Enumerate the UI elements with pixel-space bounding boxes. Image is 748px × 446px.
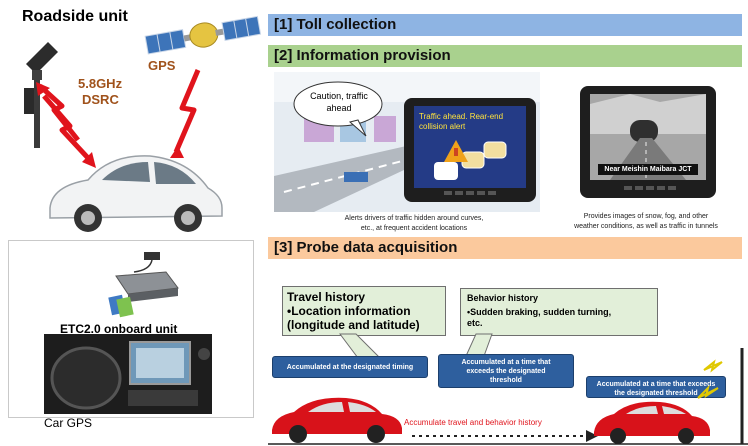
camera-caption: Provides images of snow, fog, and other … [548,212,744,232]
alert-caption: Alerts drivers of traffic hidden around … [290,214,538,234]
roadside-antenna-icon [24,42,58,148]
signal-arrows [36,69,201,168]
alert-screen: Traffic ahead. Rear-end collision alert [414,106,526,188]
probe-data-bar: [3] Probe data acquisition [268,237,742,259]
gps-arrow [173,69,201,153]
speech-text: Caution, traffic ahead [298,90,380,114]
speech-line: Caution, traffic ahead [310,91,368,113]
camera-caption-line2: weather conditions, as well as traffic i… [574,223,718,230]
travel-history-line2: (longitude and latitude) [287,318,420,332]
alert-caption-line1: Alerts drivers of traffic hidden around … [344,215,484,222]
camera-caption-line1: Provides images of snow, fog, and other [583,213,709,220]
screen-alert-line2: collision alert [419,122,466,131]
dsrc-text: DSRC [82,92,119,107]
behavior-history-title: Behavior history [467,293,539,303]
behavior-history-box: Behavior history •Sudden braking, sudden… [460,288,658,336]
behavior-history-line2: etc. [467,318,483,328]
travel-history-box: Travel history •Location information (lo… [282,286,446,336]
travel-history-line1: •Location information [287,304,411,318]
threshold-box-middle: Accumulated at a time that exceeds the d… [438,354,574,388]
screen-alert-line1: Traffic ahead. Rear-end [419,112,504,121]
alert-caption-line2: etc., at frequent accident locations [360,225,468,232]
behavior-history-line1: •Sudden braking, sudden turning, [467,307,612,317]
screen-cars-icon [434,140,507,180]
threshold-box-middle-line3: threshold [490,377,522,384]
tablet-buttons [444,191,496,195]
camera-tablet: Near Meishin Maibara JCT [580,86,716,198]
designated-timing-box: Accumulated at the designated timing [272,356,428,378]
car-gps-label: Car GPS [44,416,93,430]
dsrc-label: 5.8GHz DSRC [78,76,122,108]
speech-bubble-shape [293,81,383,137]
car-gps-dashboard-image [44,334,212,414]
toll-collection-bar: [1] Toll collection [268,14,742,36]
dsrc-frequency: 5.8GHz [78,76,123,91]
threshold-box-right-line2: the designated threshold [614,390,698,397]
roadside-unit-title: Roadside unit [22,8,128,25]
threshold-box-right: Accumulated at a time that exceeds the d… [586,376,726,398]
car-icon [49,155,223,232]
accumulate-history-label: Accumulate travel and behavior history [404,418,542,427]
alert-tablet: Traffic ahead. Rear-end collision alert [404,98,536,202]
gps-label: GPS [148,58,176,73]
information-provision-bar: [2] Information provision [268,45,742,67]
gps-satellite-icon [144,15,262,55]
red-car-left-icon [272,397,402,443]
dsrc-arrow-up [38,84,80,142]
camera-location-label: Near Meishin Maibara JCT [598,164,698,175]
threshold-box-middle-line2: exceeds the designated [466,368,546,375]
red-car-right-icon [594,401,710,444]
threshold-box-right-line1: Accumulated at a time that exceeds [596,381,716,388]
threshold-box-middle-line1: Accumulated at a time that [461,359,551,366]
probe-road-scene [268,348,748,445]
caution-speech-bubble: Caution, traffic ahead [293,81,383,137]
camera-screen: Near Meishin Maibara JCT [590,94,706,180]
onboard-unit-label: ETC2.0 onboard unit [60,322,178,336]
etc-unit-icon [108,252,179,318]
camera-tablet-buttons [624,186,676,190]
travel-history-title: Travel history [287,290,366,304]
